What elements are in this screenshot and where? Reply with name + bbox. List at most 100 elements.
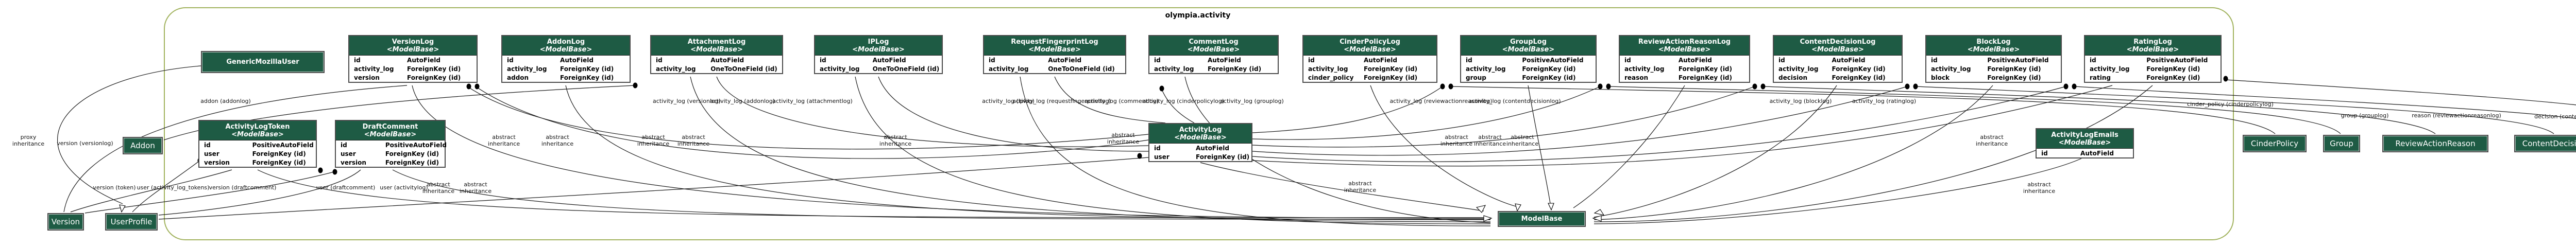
edge-label-ai2: abstract inheritance (677, 134, 710, 147)
node-userprofile[interactable]: UserProfile (105, 213, 158, 231)
edge-label-user_draftcomment: user (draftcomment) (316, 184, 376, 191)
node-header: ActivityLog<ModelBase> (1149, 124, 1251, 144)
edge-label-version_token: version (token) (93, 184, 136, 191)
edge (1252, 86, 1908, 156)
field-name: id (354, 57, 361, 64)
field-name: id (341, 142, 347, 149)
fk-endpoint-dot (318, 167, 323, 173)
field-type: PositiveAutoField (2146, 57, 2208, 64)
node-reviewactionreason[interactable]: ReviewActionReason (2382, 135, 2488, 152)
field-name: id (2041, 150, 2048, 157)
model-name: CommentLog (1189, 38, 1239, 46)
field-name: group (1466, 74, 1486, 81)
field-type: AutoField (2080, 150, 2114, 157)
fk-endpoint-dot (1752, 83, 1757, 90)
edge (1762, 86, 2436, 134)
field-name: reason (1624, 74, 1649, 81)
field-name: id (1931, 57, 1938, 64)
field-name: activity_log (507, 65, 547, 73)
inheritance-arrowhead (1476, 205, 1486, 213)
field-type: ForeignKey (id) (252, 150, 306, 157)
edge-label-ai14: abstract inheritance (541, 134, 574, 147)
edge (1915, 86, 2554, 134)
edge-label-al_attachmentlog: activity_log (attachmentlog) (772, 98, 853, 104)
node-group[interactable]: Group (2323, 135, 2360, 152)
model-stereotype: <ModelBase> (539, 46, 592, 54)
edge (1252, 86, 2066, 162)
field-type: PositiveAutoField (1987, 57, 2049, 64)
model-stereotype: <ModelBase> (852, 46, 905, 54)
node-contentdecision[interactable]: ContentDecision (2514, 135, 2576, 152)
edge (1184, 76, 1491, 223)
edge-label-ai7: abstract inheritance (1344, 180, 1377, 193)
field-name: activity_log (820, 65, 860, 73)
edge (257, 169, 1491, 218)
field-type: AutoField (407, 57, 441, 64)
node-header: GroupLog<ModelBase> (1461, 36, 1596, 56)
model-name: ContentDecisionLog (1800, 38, 1876, 46)
field-name: version (354, 74, 380, 81)
node-genericmozillauser[interactable]: GenericMozillaUser (201, 51, 325, 73)
field-name: activity_log (1154, 65, 1194, 73)
edge-label-ai11: abstract inheritance (1975, 134, 2008, 147)
inheritance-arrowhead (1548, 203, 1554, 211)
model-name: AttachmentLog (687, 38, 746, 46)
node-header: ContentDecisionLog<ModelBase> (1774, 36, 1902, 56)
field-name: user (1154, 153, 1170, 161)
edge (1450, 86, 2276, 134)
fk-endpoint-dot (1159, 85, 1164, 92)
field-type: ForeignKey (id) (252, 159, 306, 166)
inheritance-arrowhead (1515, 203, 1521, 212)
node-addon[interactable]: Addon (123, 137, 163, 154)
inheritance-arrowhead (1592, 215, 1602, 222)
node-header: ActivityLogToken<ModelBase> (199, 121, 316, 140)
fk-endpoint-dot (1137, 153, 1142, 159)
model-stereotype: <ModelBase> (1811, 46, 1864, 54)
model-name: RequestFingerprintLog (1011, 38, 1098, 46)
edge-label-ai9: abstract inheritance (1473, 134, 1506, 147)
edge (1594, 85, 2153, 222)
field-type: ForeignKey (id) (560, 74, 614, 81)
field-name: activity_log (1624, 65, 1665, 73)
edge (1573, 85, 1685, 208)
field-type: ForeignKey (id) (1678, 65, 1732, 73)
edge (1594, 158, 2082, 224)
field-type: AutoField (872, 57, 906, 64)
edge-label-addon_addonlog: addon (addonlog) (200, 98, 251, 104)
node-header: DraftComment<ModelBase> (336, 121, 445, 140)
node-cinderpolicy[interactable]: CinderPolicy (2243, 135, 2307, 152)
field-name: activity_log (656, 65, 696, 73)
edge (1594, 85, 1837, 218)
node-modelbase[interactable]: ModelBase (1498, 211, 1586, 227)
field-type: ForeignKey (id) (2146, 65, 2200, 73)
node-version[interactable]: Version (47, 213, 84, 231)
edge (690, 76, 1491, 222)
edge (1200, 162, 1484, 211)
